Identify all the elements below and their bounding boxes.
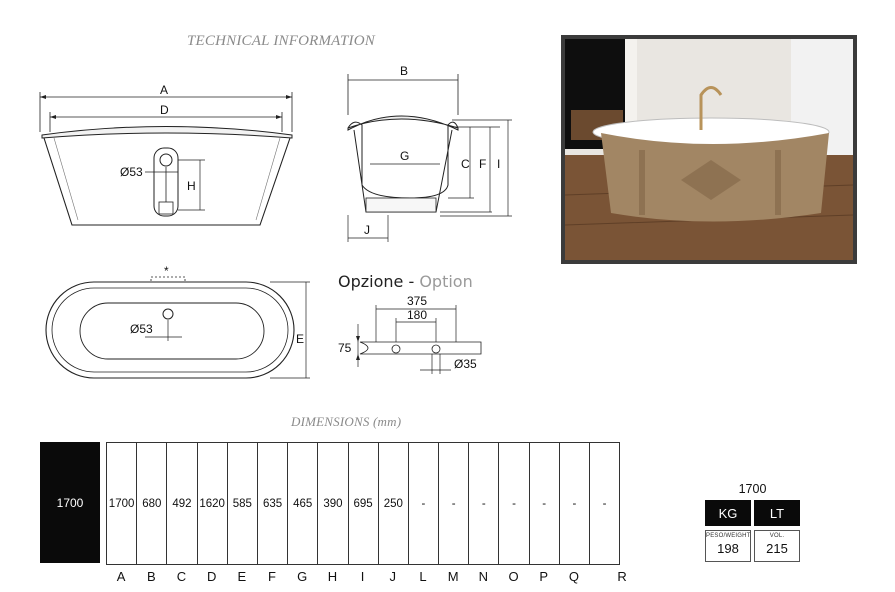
dim-letter-l: L (419, 569, 427, 584)
volume-value: 215 (766, 541, 788, 556)
dim-value-c: 492 (167, 443, 198, 564)
weight-value: 198 (717, 541, 739, 556)
option-dim-75: 75 (338, 341, 352, 355)
model-cell: 1700 (40, 442, 100, 563)
option-dim-35: Ø35 (454, 357, 477, 371)
label-diameter-53-side: Ø53 (120, 165, 143, 179)
dim-value-e: 585 (228, 443, 258, 564)
dim-letter-h: H (327, 569, 338, 584)
label-e: E (296, 332, 304, 346)
bathtub-photo-illustration (561, 35, 857, 264)
lt-header: LT (754, 500, 800, 526)
label-g: G (400, 149, 409, 163)
label-j: J (364, 223, 370, 237)
dim-letter-q: Q (568, 569, 579, 584)
dim-letter-g: G (297, 569, 308, 584)
weight-caption: PESO/WEIGHT (706, 533, 751, 539)
dim-letter-m: M (447, 569, 459, 584)
dimensions-table: 1700 680 492 1620 585 635 465 390 695 25… (106, 442, 621, 565)
dim-letter-f: F (268, 569, 276, 584)
side-view-drawing: A D Ø53 H (39, 83, 293, 226)
dim-value-g: 465 (288, 443, 319, 564)
option-separator: - (403, 272, 420, 291)
volume-caption: VOL. (769, 533, 785, 539)
dim-letter-e: E (237, 569, 247, 584)
top-view-drawing: * Ø53 E (45, 265, 310, 379)
label-f: F (479, 157, 486, 171)
option-title-it: Opzione (338, 272, 404, 291)
option-dim-180: 180 (407, 308, 427, 322)
dim-value-i: 695 (349, 443, 379, 564)
dim-letter-o: O (508, 569, 519, 584)
label-a: A (160, 83, 168, 97)
dim-value-n: - (469, 443, 500, 564)
option-title-en: Option (419, 272, 473, 291)
dim-letter-d: D (206, 569, 217, 584)
dim-value-d: 1620 (198, 443, 228, 564)
technical-information-title: TECHNICAL INFORMATION (187, 33, 375, 49)
label-d: D (160, 103, 169, 117)
label-diameter-53-top: Ø53 (130, 322, 153, 336)
volume-box: VOL. 215 (754, 530, 800, 562)
end-view-drawing: B G C F I J (347, 64, 512, 242)
dim-letter-i: I (360, 569, 365, 584)
dim-letter-j: J (389, 569, 397, 584)
dim-value-h: 390 (318, 443, 349, 564)
dim-value-q: - (560, 443, 590, 564)
label-i: I (497, 157, 500, 171)
option-dim-375: 375 (407, 294, 427, 308)
kg-header: KG (705, 500, 751, 526)
dimensions-title: DIMENSIONS (mm) (291, 414, 402, 429)
dim-value-j: 250 (379, 443, 409, 564)
bathtub-photo (561, 35, 857, 264)
dim-value-l: - (409, 443, 440, 564)
dimension-letters-row: A B C D E F G H I J L M N O P Q R (106, 569, 637, 584)
dim-letter-c: C (176, 569, 187, 584)
label-asterisk: * (164, 265, 169, 278)
dim-value-m: - (439, 443, 470, 564)
dim-letter-a: A (116, 569, 126, 584)
dim-value-r: - (590, 443, 621, 564)
label-h: H (187, 179, 196, 193)
option-drawing: 375 180 75 Ø35 (338, 294, 482, 374)
weight-box: PESO/WEIGHT 198 (705, 530, 751, 562)
label-c: C (461, 157, 470, 171)
dim-letter-r: R (617, 569, 627, 584)
option-title: Opzione - Option (338, 272, 473, 291)
dim-value-f: 635 (258, 443, 289, 564)
label-b: B (400, 64, 408, 78)
dim-value-p: - (530, 443, 560, 564)
dim-letter-b: B (146, 569, 156, 584)
dim-value-b: 680 (137, 443, 168, 564)
dim-value-a: 1700 (107, 443, 138, 564)
weight-model-label: 1700 (738, 482, 767, 496)
dim-value-o: - (499, 443, 530, 564)
dim-letter-n: N (478, 569, 489, 584)
dim-letter-p: P (539, 569, 549, 584)
